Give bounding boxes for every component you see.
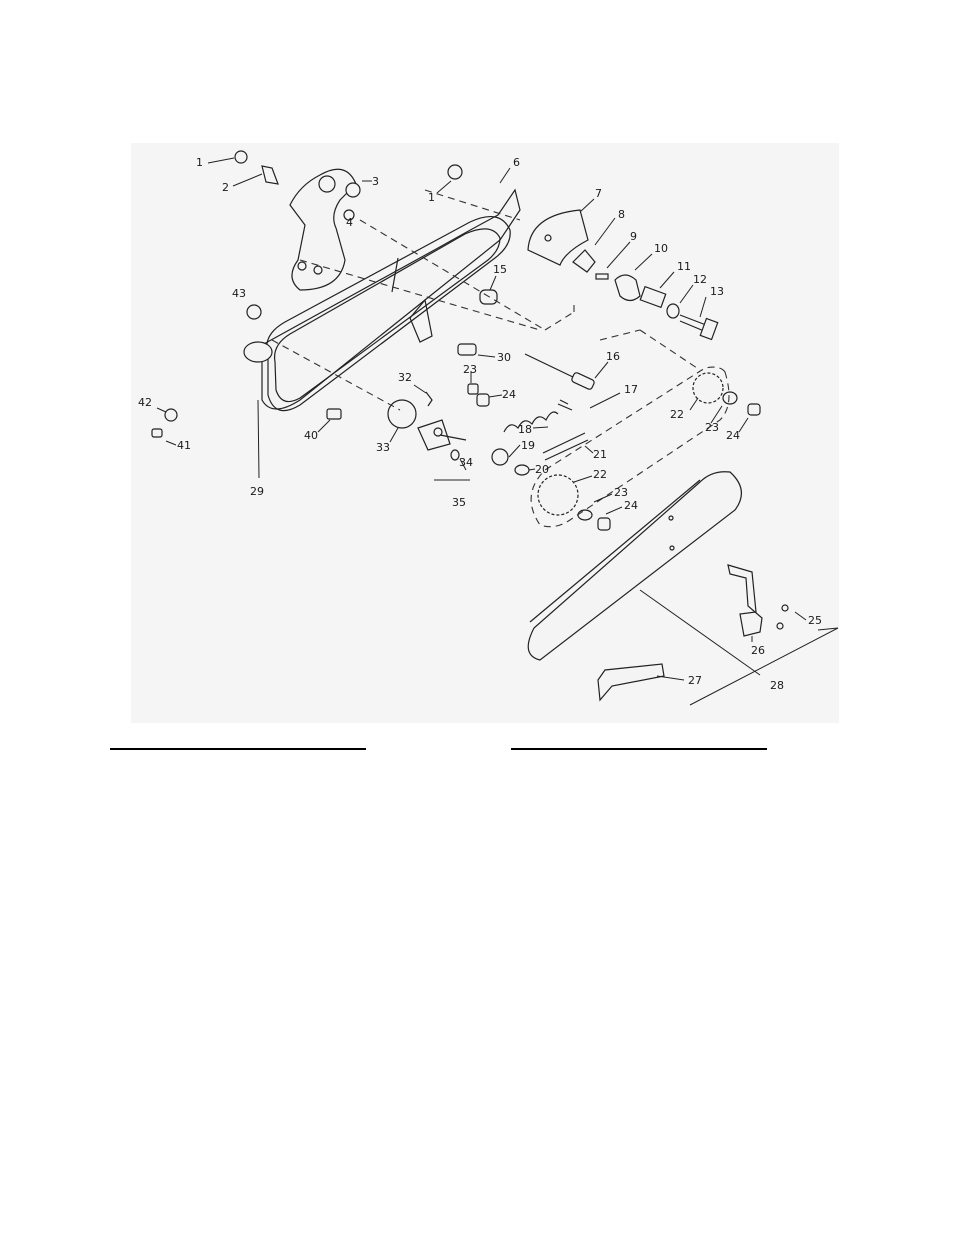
fitting-30 [458,344,476,355]
nut-24b [748,404,760,415]
callout-19: 19 [521,439,535,452]
callout-41: 41 [177,439,191,452]
callout-34: 34 [459,456,473,469]
callout-23: 23 [463,363,477,376]
callout-24: 24 [624,499,638,512]
callout-15: 15 [493,263,507,276]
callout-23: 23 [614,486,628,499]
callout-20: 20 [535,463,549,476]
washer-43 [247,305,261,319]
callout-6: 6 [513,156,520,169]
callout-1: 1 [428,191,435,204]
callout-10: 10 [654,242,668,255]
callout-29: 29 [250,485,264,498]
callout-24: 24 [502,388,516,401]
callout-43: 43 [232,287,246,300]
gear-19 [492,449,508,465]
nut-24c [598,518,610,530]
callout-42: 42 [138,396,152,409]
sprocket-22b [538,475,578,515]
callout-3: 3 [372,175,379,188]
callout-18: 18 [518,423,532,436]
washer-34 [451,450,459,460]
callout-13: 13 [710,285,724,298]
callout-25: 25 [808,614,822,627]
divider-rule-left [110,748,366,750]
disc-33 [388,400,416,428]
callout-27: 27 [688,674,702,687]
nut-42 [165,409,177,421]
callout-33: 33 [376,441,390,454]
callout-23: 23 [705,421,719,434]
callout-26: 26 [751,644,765,657]
nut-1b [448,165,462,179]
nut-23a [468,384,478,394]
fitting-40 [327,409,341,419]
callout-12: 12 [693,273,707,286]
divider-rule-right [511,748,767,750]
callout-8: 8 [618,208,625,221]
callout-21: 21 [593,448,607,461]
callout-32: 32 [398,371,412,384]
callout-40: 40 [304,429,318,442]
callout-35: 35 [452,496,466,509]
nut-1a [235,151,247,163]
washer-23b [723,392,737,404]
callout-24: 24 [726,429,740,442]
nut-24a [477,394,489,406]
callout-4: 4 [346,216,353,229]
bushing-3 [346,183,360,197]
callout-22: 22 [593,468,607,481]
callout-30: 30 [497,351,511,364]
washer-20 [515,465,529,475]
callout-7: 7 [595,187,602,200]
pin-9 [596,274,608,279]
callout-11: 11 [677,260,691,273]
set-screw-41 [152,429,162,437]
washer-12 [667,304,679,318]
callout-9: 9 [630,230,637,243]
callout-22: 22 [670,408,684,421]
washer-23c [578,510,592,520]
callout-16: 16 [606,350,620,363]
callout-17: 17 [624,383,638,396]
callout-2: 2 [222,181,229,194]
callout-1: 1 [196,156,203,169]
callout-28: 28 [770,679,784,692]
